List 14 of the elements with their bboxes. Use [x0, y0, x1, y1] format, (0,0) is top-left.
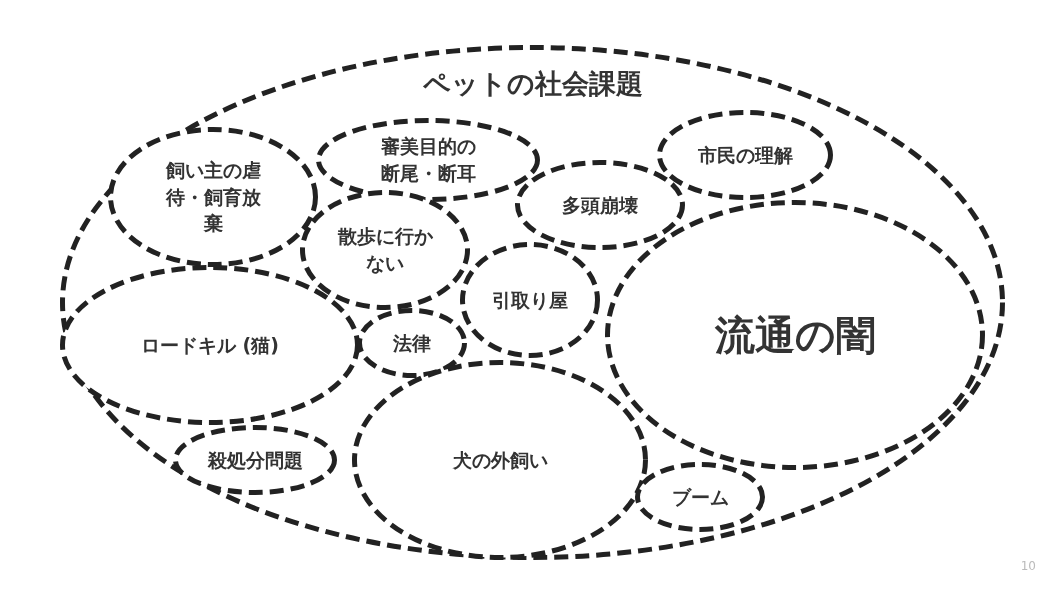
bubble-label: 引取り屋 [491, 287, 569, 313]
bubble-label: 散歩に行かない [336, 224, 434, 276]
bubble-label: 犬の外飼い [451, 447, 549, 473]
bubble-label: 殺処分問題 [206, 447, 304, 473]
bubble-label: 審美目的の断尾・断耳 [379, 134, 477, 186]
bubble-label: 多頭崩壊 [561, 192, 639, 218]
bubble-label: ブーム [670, 484, 730, 510]
page-number: 10 [1020, 559, 1036, 573]
bubble-label: 市民の理解 [696, 142, 794, 168]
bubble-label: ロードキル (猫) [140, 332, 280, 358]
bubble-label: 流通の闇 [713, 311, 877, 360]
bubble-label: 飼い主の虐待・飼育放棄 [164, 158, 262, 237]
bubble-heading: ペットの社会課題 [421, 67, 644, 101]
bubble-label: 法律 [392, 330, 432, 356]
